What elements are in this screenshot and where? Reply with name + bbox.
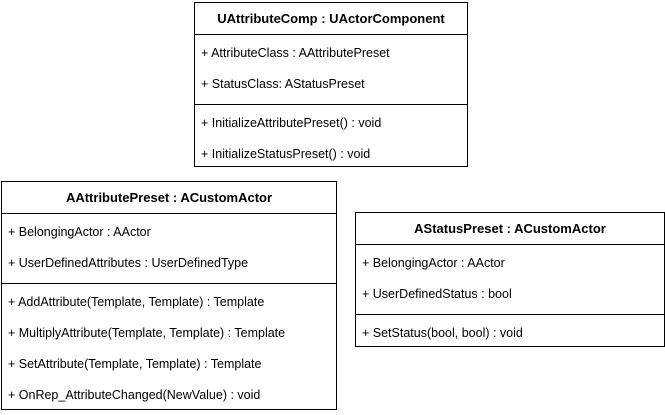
method-onrep-attributechanged: + OnRep_AttributeChanged(NewValue) : voi… xyxy=(8,388,261,402)
method-addattribute: + AddAttribute(Template, Template) : Tem… xyxy=(8,295,265,309)
attribute-section: + AttributeClass : AAttributePreset + St… xyxy=(195,35,467,105)
attribute-statusclass: + StatusClass: AStatusPreset xyxy=(201,77,365,91)
method-initializeattributepreset: + InitializeAttributePreset() : void xyxy=(201,116,382,130)
attribute-belongingactor: + BelongingActor : AActor xyxy=(8,225,151,239)
attribute-belongingactor: + BelongingActor : AActor xyxy=(362,256,505,270)
attribute-attributeclass: + AttributeClass : AAttributePreset xyxy=(201,46,390,60)
method-multiplyattribute: + MultiplyAttribute(Template, Template) … xyxy=(8,326,286,340)
class-box-uattributecomp: UAttributeComp : UActorComponent + Attri… xyxy=(194,2,468,167)
class-title: AStatusPreset : ACustomActor xyxy=(356,213,664,245)
class-box-aattributepreset: AAttributePreset : ACustomActor + Belong… xyxy=(1,181,337,410)
class-title: AAttributePreset : ACustomActor xyxy=(2,182,336,214)
attribute-section: + BelongingActor : AActor + UserDefinedS… xyxy=(356,245,664,315)
method-section: + AddAttribute(Template, Template) : Tem… xyxy=(2,284,336,415)
class-title: UAttributeComp : UActorComponent xyxy=(195,3,467,35)
attribute-userdefinedattributes: + UserDefinedAttributes : UserDefinedTyp… xyxy=(8,256,249,270)
method-setattribute: + SetAttribute(Template, Template) : Tem… xyxy=(8,357,262,371)
method-section: + SetStatus(bool, bool) : void xyxy=(356,315,664,353)
method-initializestatuspreset: + InitializeStatusPreset() : void xyxy=(201,147,371,161)
method-section: + InitializeAttributePreset() : void + I… xyxy=(195,105,467,174)
method-setstatus: + SetStatus(bool, bool) : void xyxy=(362,326,523,340)
attribute-section: + BelongingActor : AActor + UserDefinedA… xyxy=(2,214,336,284)
class-box-astatuspreset: AStatusPreset : ACustomActor + Belonging… xyxy=(355,212,665,347)
attribute-userdefinedstatus: + UserDefinedStatus : bool xyxy=(362,287,512,301)
